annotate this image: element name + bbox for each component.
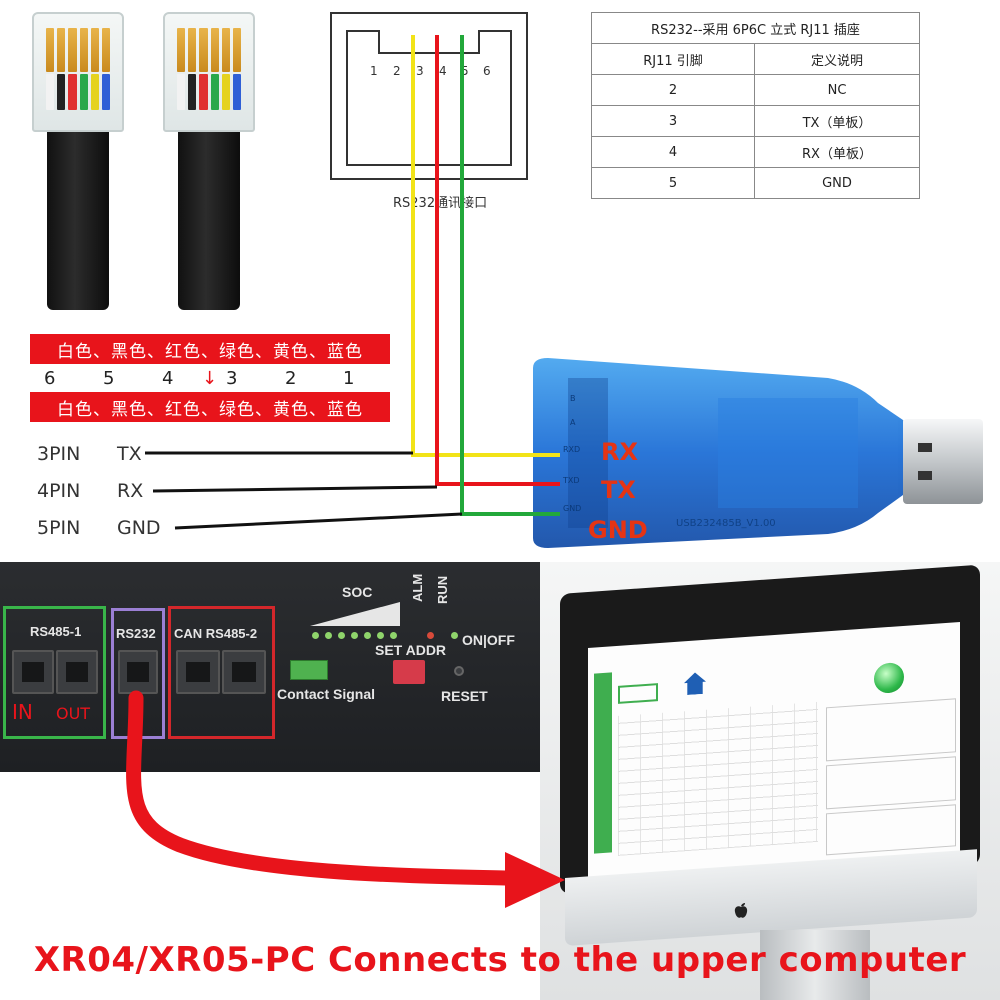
soc-led: [390, 632, 397, 639]
signal-label-tx: TX: [117, 443, 142, 465]
reset-button[interactable]: [454, 666, 464, 676]
table-cell-pin: 5: [591, 167, 755, 199]
wire-color-bar-top: 白色、黑色、红色、绿色、黄色、蓝色: [30, 334, 390, 364]
can-jack: [176, 650, 220, 694]
down-arrow-icon: ↓: [202, 368, 218, 389]
pin-definition-table: RS232--采用 6P6C 立式 RJ11 插座 RJ11 引脚 定义说明 2…: [591, 12, 920, 199]
pin-label-5pin: 5PIN: [37, 517, 81, 539]
socket-pin-6: 6: [483, 64, 491, 78]
app-panel-alarm: [826, 698, 956, 762]
alm-led: [427, 632, 434, 639]
soc-led: [338, 632, 345, 639]
usb-pin-mark-rxd: RXD: [563, 445, 581, 454]
soc-gauge-icon: [310, 602, 400, 626]
usb-pin-mark-b: B: [570, 394, 576, 403]
reset-label: RESET: [441, 688, 488, 704]
wire-pin-6: 6: [44, 368, 56, 389]
usb-pcb-text: USB232485B_V1.00: [676, 518, 776, 529]
contact-signal-terminal: [290, 660, 328, 680]
diagram-caption: XR04/XR05-PC Connects to the upper compu…: [33, 940, 967, 980]
battery-device-panel: RS485-1 IN OUT RS232 CAN RS485-2 SOC ALM…: [0, 562, 540, 772]
rj11-plug-left: [32, 12, 124, 132]
soc-led: [325, 632, 332, 639]
address-dip-switch[interactable]: [393, 660, 425, 684]
cable-right: [178, 128, 240, 310]
usb-label-rx: RX: [601, 438, 638, 466]
socket-pin-5: 5: [461, 64, 469, 78]
wiring-lines: [145, 35, 560, 530]
signal-label-gnd: GND: [117, 517, 161, 539]
table-cell-pin: 2: [591, 74, 755, 106]
wire-color-bar-bottom: 白色、黑色、红色、绿色、黄色、蓝色: [30, 392, 390, 422]
cable-left: [47, 128, 109, 310]
app-house-icon: [684, 672, 706, 696]
monitor-stand: [760, 930, 870, 1000]
socket-pin-4: 4: [439, 64, 447, 78]
socket-pin-2: 2: [393, 64, 401, 78]
can-rs485-2-label: CAN RS485-2: [174, 626, 258, 641]
soc-led: [312, 632, 319, 639]
usb-pin-mark-txd: TXD: [563, 476, 580, 485]
set-addr-label: SET ADDR: [375, 642, 447, 658]
rs485-1-jack-in: [12, 650, 54, 694]
monitor-screen: [588, 621, 960, 884]
table-cell-pin: 4: [591, 136, 755, 168]
on-off-label: ON|OFF: [462, 632, 515, 648]
table-cell-def: GND: [754, 167, 920, 199]
soc-led: [377, 632, 384, 639]
wire-pin-2: 2: [285, 368, 297, 389]
usb-label-tx: TX: [601, 476, 636, 504]
soc-label: SOC: [342, 584, 373, 600]
apple-logo-icon: [734, 903, 748, 918]
usb-label-gnd: GND: [588, 516, 648, 544]
wire-pin-4: 4: [162, 368, 174, 389]
alm-label: ALM: [410, 573, 425, 602]
contact-signal-label: Contact Signal: [277, 686, 376, 702]
usb-rs232-adapter: [533, 358, 913, 548]
table-title: RS232--采用 6P6C 立式 RJ11 插座: [591, 12, 920, 44]
wire-pin-1: 1: [343, 368, 355, 389]
socket-pin-1: 1: [370, 64, 378, 78]
soc-led: [351, 632, 358, 639]
rs232-label: RS232: [116, 626, 156, 641]
run-led: [451, 632, 458, 639]
connection-arrow-icon: [126, 690, 565, 908]
run-label: RUN: [435, 575, 450, 604]
table-header-def: 定义说明: [754, 43, 920, 75]
rs485-2-jack: [222, 650, 266, 694]
usb-pin-mark-gnd: GND: [563, 504, 582, 513]
usb-plug: [903, 419, 983, 504]
app-data-grid: [618, 701, 818, 856]
can-rs485-2-port-group: [168, 606, 275, 739]
table-header-pin: RJ11 引脚: [591, 43, 755, 75]
in-label: IN: [12, 700, 33, 724]
socket-pin-3: 3: [416, 64, 424, 78]
app-panel-fault: [826, 804, 956, 856]
app-panel-protect: [826, 756, 956, 810]
table-cell-def: RX（单板）: [754, 136, 920, 168]
usb-pin-mark-a: A: [570, 418, 576, 427]
rs485-1-port-group: [3, 606, 106, 739]
app-battery-graphic: [618, 683, 658, 704]
wire-pin-5: 5: [103, 368, 115, 389]
rj11-plug-right: [163, 12, 255, 132]
rj11-socket-diagram: 1 2 3 4 5 6: [330, 12, 528, 180]
pin-label-4pin: 4PIN: [37, 480, 81, 502]
pin-label-3pin: 3PIN: [37, 443, 81, 465]
soc-led: [364, 632, 371, 639]
signal-label-rx: RX: [117, 480, 144, 502]
rs485-1-label: RS485-1: [30, 624, 82, 639]
app-status-orb: [874, 661, 904, 695]
wire-pin-3: 3: [226, 368, 238, 389]
rs485-1-jack-out: [56, 650, 98, 694]
out-label: OUT: [56, 704, 91, 723]
